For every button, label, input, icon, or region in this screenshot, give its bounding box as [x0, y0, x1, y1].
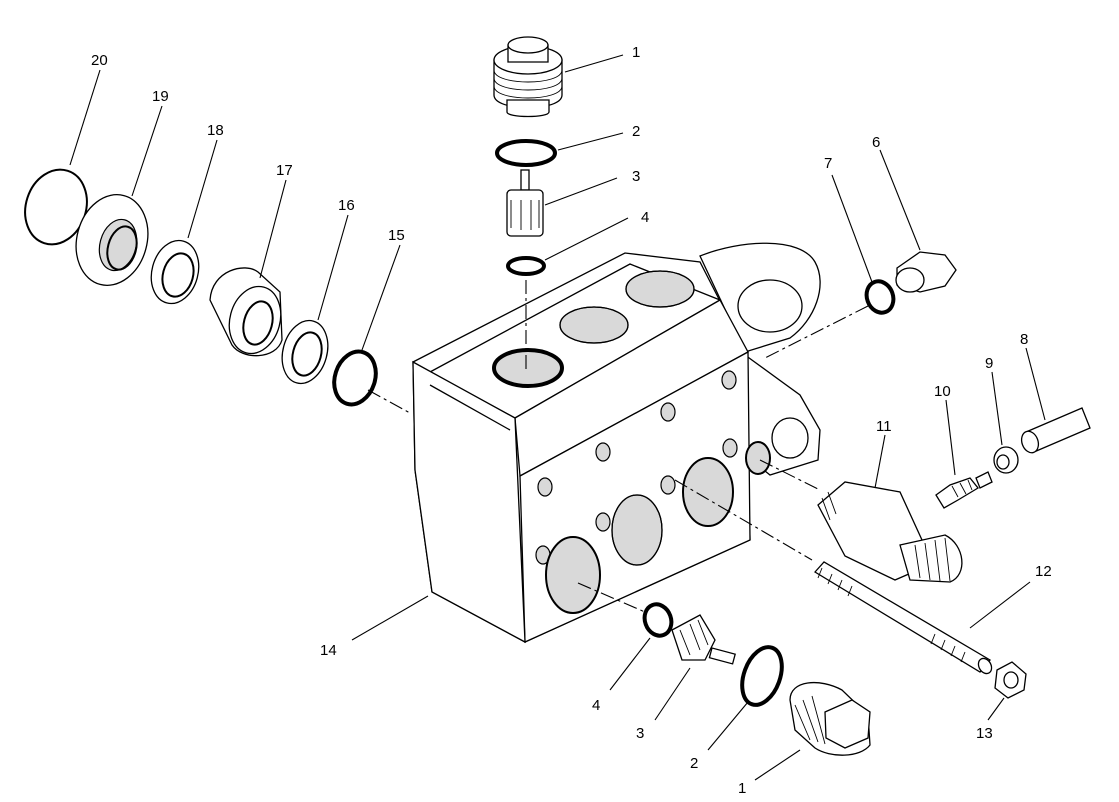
adapter-11 [817, 481, 963, 583]
callout-16: 16 [338, 197, 355, 214]
callout-15: 15 [388, 227, 405, 244]
callout-20: 20 [91, 52, 108, 69]
right-axis-upper [764, 305, 869, 359]
ring-7 [864, 279, 896, 315]
callout-14: 14 [320, 642, 337, 659]
ring-15 [332, 349, 378, 407]
callout-18: 18 [207, 122, 224, 139]
callout-17: 17 [276, 162, 293, 179]
callout-6: 6 [872, 134, 880, 151]
sleeve-9 [993, 446, 1019, 474]
top-oring-small [506, 256, 546, 276]
plug-6 [895, 251, 957, 293]
leader-lines [69, 54, 1046, 781]
seal-retainer-19 [75, 194, 149, 286]
callout-3-top: 3 [632, 168, 640, 185]
fitting-10 [935, 471, 993, 509]
bottom-plug [789, 681, 871, 756]
top-check-valve [506, 169, 544, 237]
seal-16 [281, 319, 329, 385]
callout-12: 12 [1035, 563, 1052, 580]
center-axis [674, 479, 813, 561]
bottom-oring-small [642, 602, 674, 638]
manifold-body [412, 242, 821, 644]
stud-12 [813, 561, 993, 675]
callout-10: 10 [934, 383, 951, 400]
bottom-axis [577, 582, 646, 613]
callout-4-top: 4 [641, 209, 649, 226]
callout-labels: 1 2 3 4 6 7 8 9 10 11 12 13 14 15 16 17 … [91, 44, 1052, 797]
top-plug [493, 36, 563, 118]
bottom-check-valve [671, 614, 736, 665]
callout-9: 9 [985, 355, 993, 372]
callout-3-bottom: 3 [636, 725, 644, 742]
spacer-17 [209, 267, 283, 357]
callout-8: 8 [1020, 331, 1028, 348]
callout-11: 11 [876, 418, 892, 435]
bottom-oring-large [740, 645, 784, 707]
callout-2-bottom: 2 [690, 755, 698, 772]
callout-7: 7 [824, 155, 832, 172]
seal-18 [150, 239, 200, 305]
left-axis [367, 389, 411, 414]
callout-2-top: 2 [632, 123, 640, 140]
top-oring-large [495, 139, 557, 167]
nut-13 [994, 661, 1027, 699]
callout-4-bottom: 4 [592, 697, 600, 714]
callout-1-top: 1 [632, 44, 640, 61]
tube-8 [1020, 407, 1091, 454]
callout-13: 13 [976, 725, 993, 742]
right-axis-lower [759, 459, 821, 491]
callout-19: 19 [152, 88, 169, 105]
callout-1-bottom: 1 [738, 780, 746, 797]
